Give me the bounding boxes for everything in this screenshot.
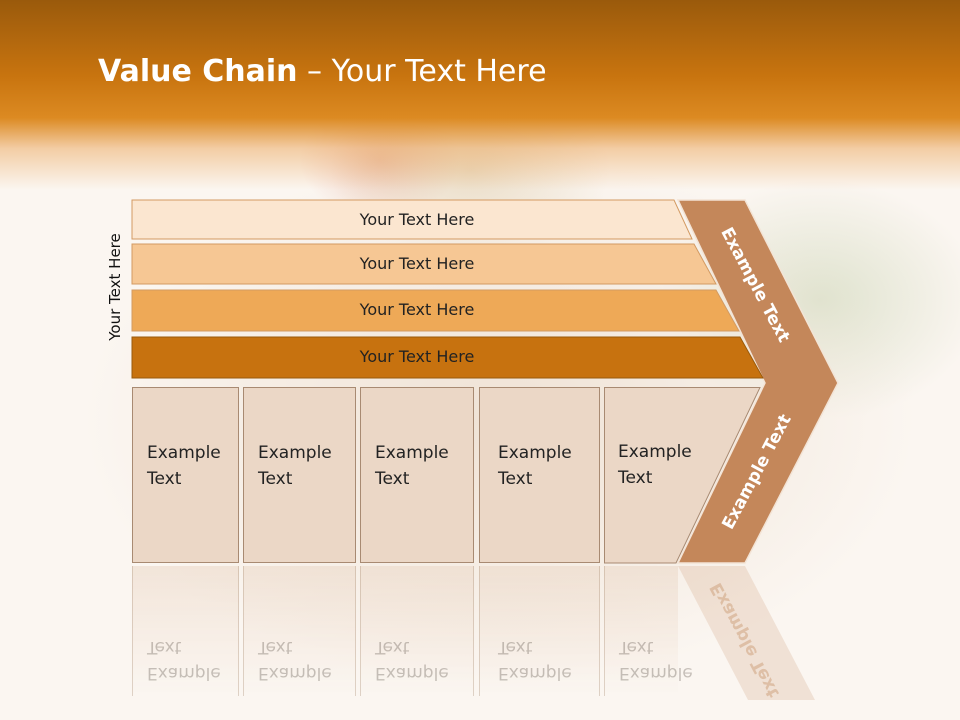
title-bold: Value Chain <box>98 54 298 89</box>
chevron-shape <box>676 199 839 564</box>
bar-1-shape <box>131 199 693 240</box>
bar-2-label: Your Text Here <box>359 253 475 273</box>
box-5[interactable] <box>604 387 764 564</box>
bar-2-shape <box>131 243 717 285</box>
bar-4-shape <box>131 336 764 379</box>
bar-1-label: Your Text Here <box>359 209 475 229</box>
title-rest: – Your Text Here <box>297 54 547 89</box>
chevron-reflection <box>678 566 815 700</box>
slide-title[interactable]: Value Chain – Your Text Here <box>98 54 547 89</box>
bar-3-shape <box>131 289 740 332</box>
bar-4-label: Your Text Here <box>359 346 475 366</box>
box-5-shape <box>604 387 761 564</box>
bar-3-label: Your Text Here <box>359 299 475 319</box>
header-band <box>0 0 960 190</box>
